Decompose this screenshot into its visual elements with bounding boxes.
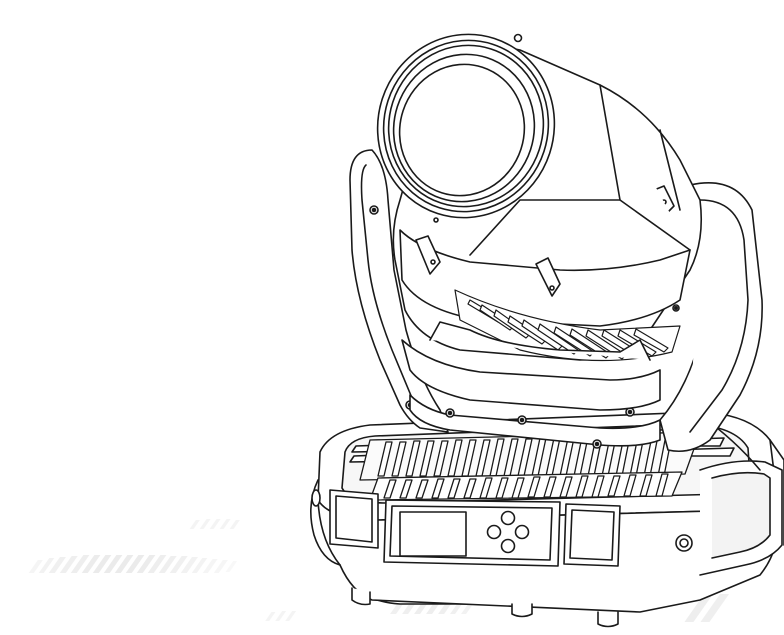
control-button-left xyxy=(486,524,502,540)
yoke-crossbar xyxy=(409,394,661,449)
fixture-lens xyxy=(376,33,556,223)
display-screen xyxy=(399,511,467,557)
control-button-right xyxy=(514,524,530,540)
front-lens-glass xyxy=(398,63,526,197)
control-button-up xyxy=(500,510,516,526)
base-feet xyxy=(351,587,619,628)
control-button-down xyxy=(500,538,516,554)
fixture-base xyxy=(310,411,784,628)
moving-head-light xyxy=(310,33,784,628)
base-front-panels xyxy=(329,489,693,567)
